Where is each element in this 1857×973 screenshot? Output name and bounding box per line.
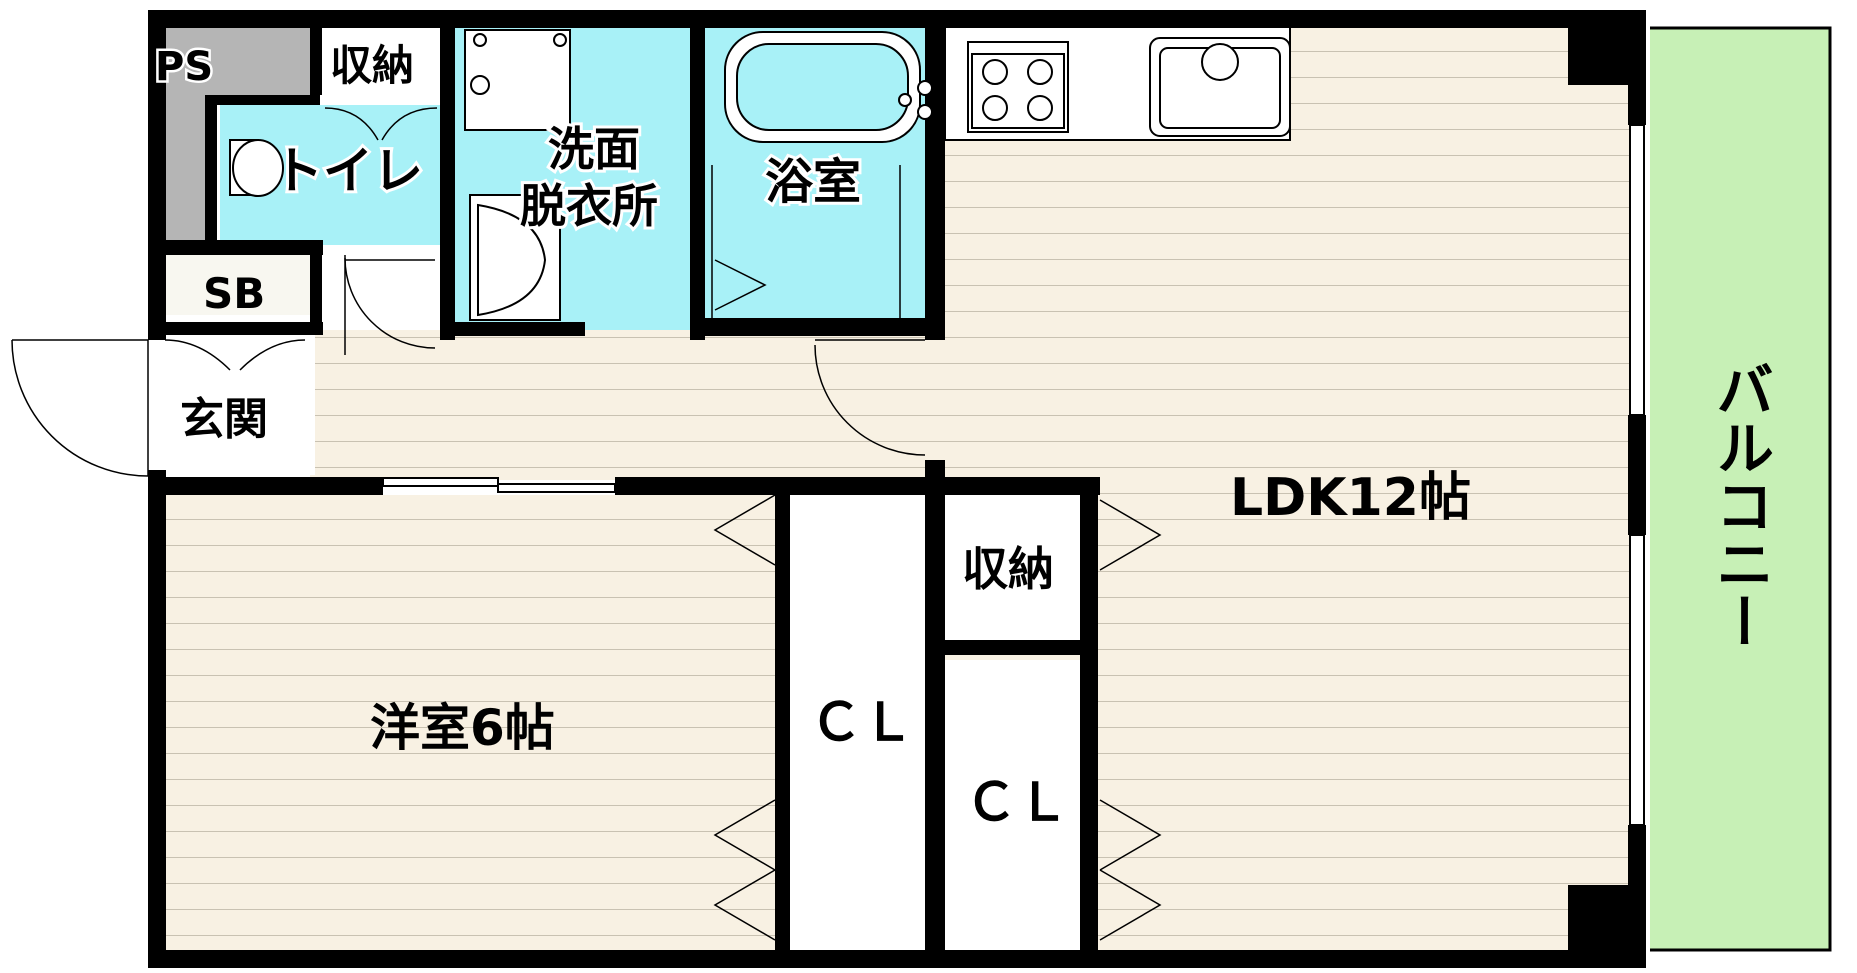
room-label-closet-right: ＣＬ — [965, 773, 1069, 833]
sliding-door — [382, 477, 616, 493]
storage-top-area — [320, 25, 440, 105]
room-label-closet-left: ＣＬ — [810, 693, 914, 753]
closet-left-area — [790, 495, 925, 950]
room-label-entrance: 玄関 — [180, 394, 268, 445]
toilet-fixture — [229, 139, 284, 197]
storage-mid-area — [945, 495, 1080, 640]
room-label-shoe-box: SB — [203, 269, 265, 318]
room-label-toilet: トイレ — [273, 142, 423, 200]
washing-machine-pan — [464, 29, 571, 131]
room-label-washroom-2: 脱衣所 — [520, 179, 658, 233]
closet-right-area — [945, 660, 1080, 950]
room-label-washroom-1: 洗面 — [548, 122, 640, 176]
room-label-ps: PS — [155, 44, 213, 90]
window-rails — [1629, 124, 1645, 826]
room-label-storage-mid: 収納 — [962, 542, 1054, 596]
room-label-bathroom: 浴室 — [765, 154, 861, 210]
shoe-box-area — [160, 255, 310, 315]
western-room-floor — [165, 495, 780, 950]
room-label-ldk: LDK12帖 — [1230, 468, 1471, 528]
entrance-floor — [160, 335, 315, 475]
room-label-western-room: 洋室6帖 — [370, 699, 555, 757]
washbasin — [469, 194, 561, 321]
room-label-storage-top: 収納 — [330, 41, 414, 90]
bathtub — [724, 31, 933, 143]
stove — [967, 41, 1069, 133]
kitchen-sink — [1149, 37, 1291, 137]
hallway-floor — [310, 330, 950, 480]
balcony-area — [1650, 28, 1830, 950]
door-swings — [11, 107, 1162, 941]
ps-area — [160, 25, 310, 240]
walls — [148, 10, 1646, 968]
room-label-balcony: バルコニー — [1706, 360, 1774, 650]
